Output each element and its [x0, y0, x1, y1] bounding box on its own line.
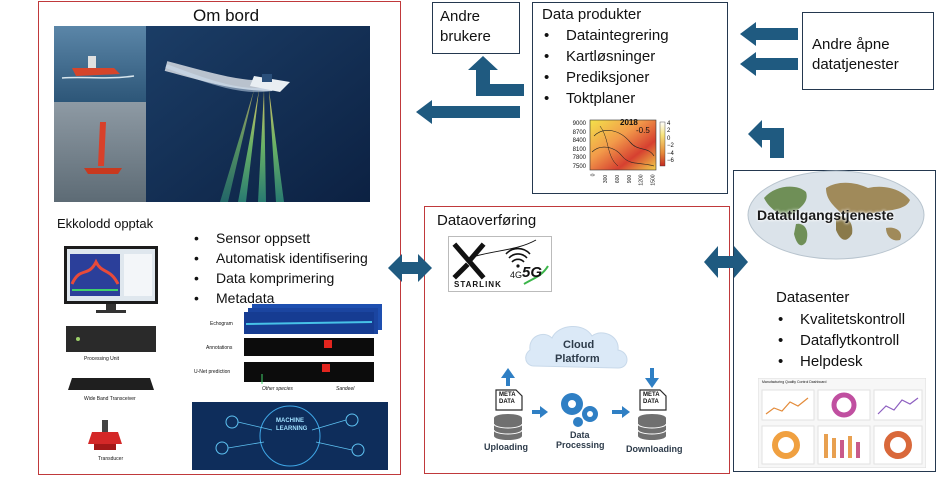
hardware-label-transducer: Transducer — [98, 456, 124, 462]
qc-dashboard-thumbnail — [758, 378, 926, 468]
echogram-label-unet: U-Net prediction — [194, 369, 231, 375]
processing-label-1: Data — [570, 430, 590, 440]
other-users-box — [432, 2, 520, 54]
data-transfer-title: Dataoverføring — [437, 212, 537, 229]
net-5g-text: 5G — [522, 264, 543, 281]
data-products-bullet: Prediksjoner — [540, 67, 669, 88]
echogram-figure — [192, 302, 388, 398]
other-users-label-2: brukere — [440, 28, 491, 45]
data-center-bullet: Kvalitetskontroll — [774, 309, 905, 330]
onboard-bullet: Data komprimering — [190, 268, 368, 288]
cloud-platform-label-1: Cloud — [563, 339, 595, 351]
hardware-label-transceiver: Wide Band Transceiver — [84, 396, 136, 402]
onboard-bullet: Metadata — [190, 288, 368, 308]
double-arrow-icon — [388, 254, 432, 282]
plot-y-tick: 9000 — [572, 121, 586, 127]
plot-title: 2018 — [620, 118, 638, 127]
plot-cbar-tick: 2 — [667, 128, 671, 135]
machine-learning-image — [192, 402, 388, 470]
data-center-panel — [733, 170, 936, 472]
data-center-bullet: Dataflytkontroll — [774, 330, 905, 351]
plot-cbar-tick: −4 — [667, 150, 674, 157]
hardware-label-processing: Processing Unit — [84, 356, 120, 362]
arrow-bent-up-icon — [468, 56, 524, 96]
echo-hardware-stack — [58, 244, 164, 466]
plot-y-tick: 8400 — [572, 138, 586, 145]
prediction-contour-plot — [560, 116, 690, 188]
data-products-title: Data produkter — [542, 6, 642, 23]
plot-cbar-tick: −6 — [667, 158, 674, 165]
open-services-label-1: Andre åpne — [812, 36, 890, 53]
onboard-bullet: Automatisk identifisering — [190, 248, 368, 268]
arrow-bent-up-icon — [748, 120, 784, 158]
starlink-logo — [448, 236, 552, 292]
data-products-bullet-list: Dataintegrering Kartløsninger Prediksjon… — [540, 25, 669, 109]
ml-label-2: LEARNING — [276, 426, 308, 432]
arrow-left-icon — [416, 100, 520, 124]
uploading-label: Uploading — [484, 442, 528, 452]
plot-cbar-tick: 0 — [667, 135, 671, 142]
plot-y-tick: 7500 — [572, 163, 586, 170]
vessel-photo-collage — [54, 26, 370, 202]
meta-right-1: META — [643, 392, 660, 398]
arrow-left-icon — [740, 22, 798, 46]
data-products-bullet: Kartløsninger — [540, 46, 669, 67]
downloading-label: Downloading — [626, 444, 683, 454]
data-transfer-panel — [424, 206, 730, 474]
plot-contour-label: -0.5 — [636, 126, 650, 135]
onboard-bullet-list: Sensor oppsett Automatisk identifisering… — [190, 228, 368, 308]
open-services-label-2: datatjenester — [812, 56, 899, 73]
world-map-image — [746, 170, 926, 260]
open-services-box — [802, 12, 934, 90]
meta-right-2: DATA — [643, 399, 659, 405]
plot-y-tick: 8100 — [572, 146, 586, 153]
data-products-bullet: Dataintegrering — [540, 25, 669, 46]
double-arrow-icon — [704, 246, 748, 278]
echogram-label-sandeel: Sandeel — [336, 386, 355, 392]
data-access-service-title: Datatilgangstjeneste — [757, 207, 894, 223]
other-users-label-1: Andre — [440, 8, 481, 25]
echogram-label-echogram: Echogram — [210, 321, 233, 327]
cloud-platform-label-2: Platform — [555, 353, 600, 365]
qc-dashboard-title: Manufacturing Quality Control Dashboard — [762, 380, 827, 384]
cloud-platform-diagram — [468, 306, 704, 456]
plot-cbar-tick: −2 — [667, 143, 674, 150]
data-center-bullet: Helpdesk — [774, 351, 905, 372]
data-center-title: Datasenter — [776, 289, 850, 306]
arrow-left-icon — [740, 52, 798, 76]
plot-y-ticks: 9000 8700 8400 8100 7800 7500 — [566, 120, 586, 172]
starlink-text: STARLINK — [454, 280, 502, 289]
data-products-panel — [532, 2, 728, 194]
onboard-title: Om bord — [193, 6, 260, 25]
processing-label-2: Processing — [556, 440, 605, 450]
echogram-label-annotations: Annotations — [206, 345, 233, 351]
onboard-panel — [38, 1, 401, 475]
plot-colorbar-ticks: 4 2 0 −2 −4 −6 — [667, 121, 674, 165]
plot-y-tick: 8700 — [572, 129, 586, 136]
plot-cbar-tick: 4 — [667, 121, 671, 127]
meta-left-1: META — [499, 392, 516, 398]
onboard-bullet: Sensor oppsett — [190, 228, 368, 248]
data-center-bullet-list: Kvalitetskontroll Dataflytkontroll Helpd… — [774, 309, 905, 372]
meta-left-2: DATA — [499, 399, 515, 405]
net-4g-text: 4G — [510, 270, 523, 280]
data-products-bullet: Toktplaner — [540, 88, 669, 109]
echo-sounder-title: Ekkolodd opptak — [57, 216, 154, 231]
echogram-label-other-species: Other species — [262, 386, 293, 392]
plot-y-tick: 7800 — [572, 155, 586, 162]
ml-label-1: MACHINE — [276, 418, 304, 424]
